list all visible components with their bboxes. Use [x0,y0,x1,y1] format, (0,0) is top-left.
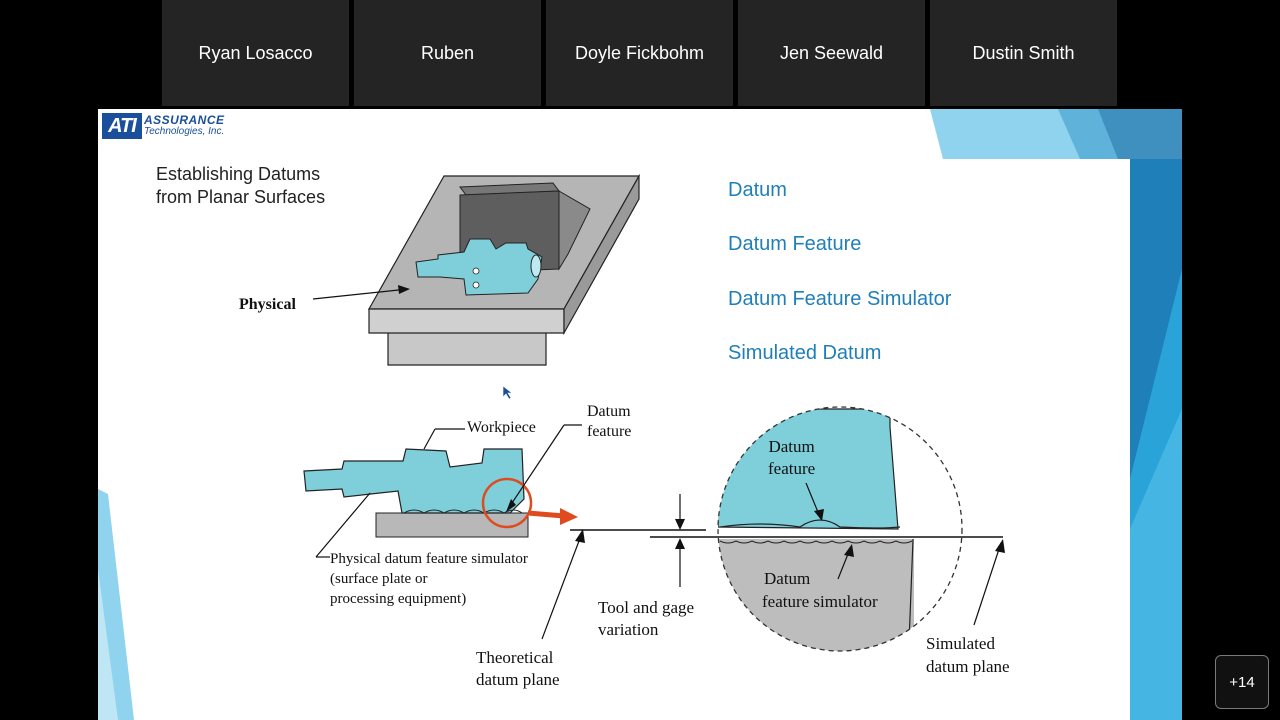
physical-setup-illustration [312,173,641,366]
label-simulator-line-2: (surface plate or [330,571,428,587]
logo-mark: ATI [102,113,142,139]
label-circle-datum-simulator: Datum feature simulator [762,567,878,613]
label-circle-datum-feature: Datum feature [768,436,815,480]
label-theoretical-datum-plane: Theoretical datum plane [476,647,560,691]
label-datum-feature-top: Datum feature [587,402,631,442]
label-circle-feature-line-1: Datum [768,437,815,456]
label-circle-sim-line-1: Datum [764,569,811,588]
label-circle-feature-line-2: feature [768,459,816,478]
label-tool-gage-variation: Tool and gage variation [598,597,694,641]
label-simulator-line-3: processing equipment) [330,591,467,607]
term-datum-feature: Datum Feature [728,233,862,255]
slide-heading-line-1: Establishing Datums [156,164,321,184]
participant-tile[interactable]: Ryan Losacco [162,0,349,106]
label-tool-line-2: variation [598,620,659,639]
shared-slide: ATI ASSURANCE Technologies, Inc. Establi… [98,109,1182,720]
slide-heading: Establishing Datums from Planar Surfaces [156,163,416,209]
participant-strip: Ryan Losacco Ruben Doyle Fickbohm Jen Se… [162,0,1118,108]
participant-tile[interactable]: Dustin Smith [930,0,1117,106]
label-datum-feature-top-line-1: Datum [587,403,631,420]
label-simulator: Physical datum feature simulator (surfac… [330,549,528,609]
label-tool-line-1: Tool and gage [598,598,695,617]
label-theoretical-line-2: datum plane [476,670,560,689]
participant-tile[interactable]: Doyle Fickbohm [546,0,733,106]
logo-line-2: Technologies, Inc. [144,126,225,137]
label-circle-sim-line-2: feature simulator [762,592,878,611]
more-participants-button[interactable]: +14 [1215,655,1269,709]
term-datum: Datum [728,179,787,201]
participant-tile[interactable]: Jen Seewald [738,0,925,106]
label-simulated-line-1: Simulated [926,634,995,653]
label-simulator-line-1: Physical datum feature simulator [330,551,528,567]
company-logo: ATI ASSURANCE Technologies, Inc. [102,113,226,141]
workpiece-diagram [303,406,1005,652]
term-datum-feature-simulator: Datum Feature Simulator [728,288,952,310]
slide-background [98,109,1182,720]
label-datum-feature-top-line-2: feature [587,423,632,440]
label-simulated-line-2: datum plane [926,657,1010,676]
participant-tile[interactable]: Ruben [354,0,541,106]
term-simulated-datum: Simulated Datum [728,342,882,364]
label-theoretical-line-1: Theoretical [476,648,554,667]
mouse-cursor-icon [503,386,513,400]
label-workpiece: Workpiece [467,419,536,436]
slide-heading-line-2: from Planar Surfaces [156,187,326,207]
logo-line-1: ASSURANCE [144,113,225,127]
label-simulated-datum-plane: Simulated datum plane [926,632,1010,678]
label-physical: Physical [239,296,296,313]
